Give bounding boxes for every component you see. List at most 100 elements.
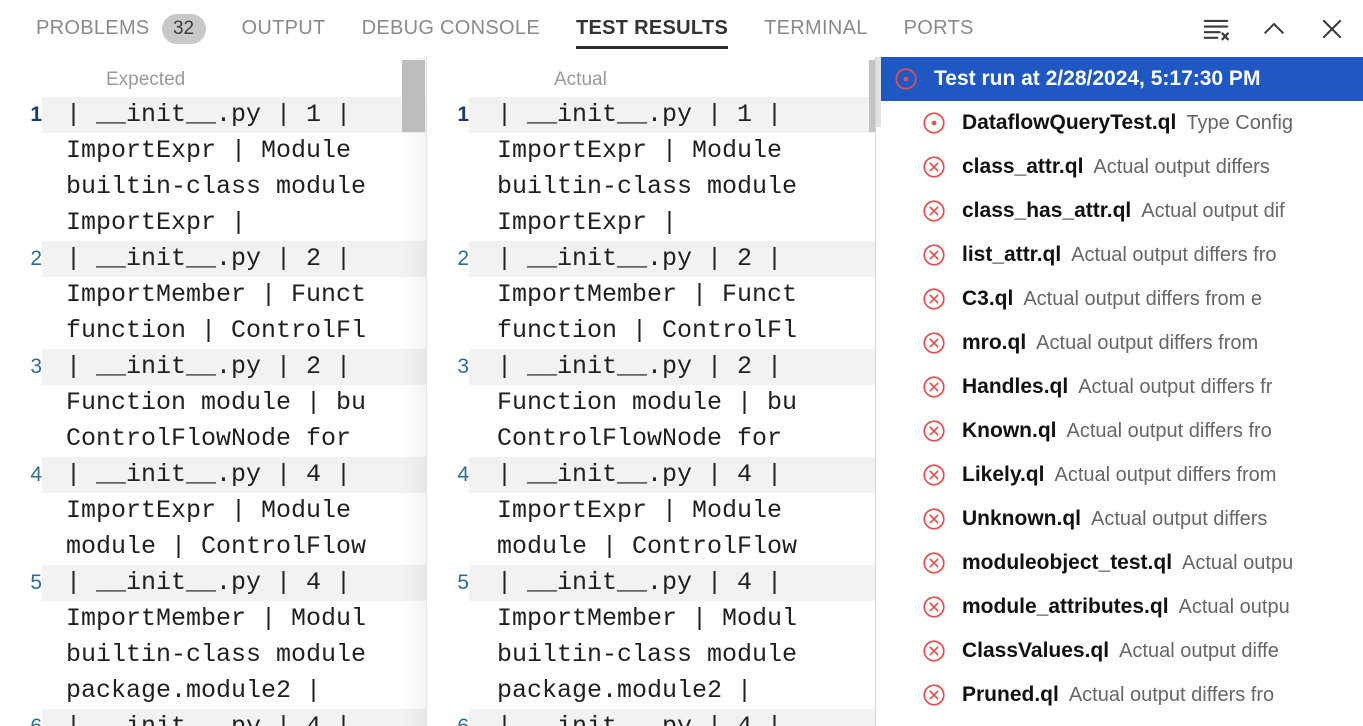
code-line[interactable]: ImportMember | Funct	[427, 277, 875, 313]
close-icon[interactable]	[1315, 12, 1349, 46]
code-text: package.module2 |	[497, 676, 753, 705]
code-line[interactable]: module | ControlFlow	[427, 529, 875, 565]
line-number: 4	[30, 463, 42, 486]
tab-debug-console[interactable]: DEBUG CONSOLE	[344, 0, 558, 57]
code-line[interactable]: ImportExpr |	[0, 205, 426, 241]
code-line[interactable]: ImportMember | Funct	[0, 277, 426, 313]
code-line[interactable]: 2| __init__.py | 2 |	[0, 241, 426, 277]
test-result-row[interactable]: Likely.ql Actual output differs from	[876, 453, 1363, 497]
test-name-label: moduleobject_test.ql	[962, 551, 1173, 574]
line-number: 6	[427, 709, 469, 726]
line-number: 3	[30, 355, 42, 378]
code-line[interactable]: function | ControlFl	[427, 313, 875, 349]
test-name-label: Unknown.ql	[962, 507, 1081, 530]
code-text: function | ControlFl	[497, 316, 798, 345]
line-number-continuation	[427, 205, 469, 241]
test-name-label: class_attr.ql	[962, 155, 1084, 178]
code-line[interactable]: ImportMember | Modul	[427, 601, 875, 637]
test-run-root-row[interactable]: Test run at 2/28/2024, 5:17:30 PM	[876, 57, 1363, 101]
code-text: Function module | bu	[497, 388, 798, 417]
code-line[interactable]: 1| __init__.py | 1 |	[0, 97, 426, 133]
code-line[interactable]: builtin-class module	[427, 637, 875, 673]
test-failed-icon	[920, 505, 948, 533]
line-number-continuation	[0, 169, 42, 205]
code-line[interactable]: builtin-class module	[0, 169, 426, 205]
code-line[interactable]: ControlFlowNode for	[0, 421, 426, 457]
code-line[interactable]: 1| __init__.py | 1 |	[427, 97, 875, 133]
code-line[interactable]: ImportExpr | Module	[427, 493, 875, 529]
code-line[interactable]: function | ControlFl	[0, 313, 426, 349]
line-number-continuation	[0, 385, 42, 421]
tab-label: TEST RESULTS	[575, 17, 729, 39]
code-line[interactable]: ImportMember | Modul	[0, 601, 426, 637]
code-line[interactable]: package.module2 |	[427, 673, 875, 709]
code-line[interactable]: builtin-class module	[427, 169, 875, 205]
code-text: | __init__.py | 1 |	[469, 97, 875, 133]
code-line[interactable]: ImportExpr | Module	[427, 133, 875, 169]
code-line[interactable]: 6| __init__.py | 4 |	[427, 709, 875, 726]
code-line[interactable]: ImportExpr | Module	[0, 493, 426, 529]
code-line[interactable]: 2| __init__.py | 2 |	[427, 241, 875, 277]
code-text: | __init__.py | 4 |	[469, 709, 875, 726]
test-message-text: Actual output differs from	[1054, 463, 1277, 486]
code-line[interactable]: 4| __init__.py | 4 |	[427, 457, 875, 493]
tab-output[interactable]: OUTPUT	[224, 0, 344, 57]
code-text: | __init__.py | 4 |	[42, 565, 426, 601]
test-message-text: Actual output differs fr	[1078, 375, 1273, 398]
line-number-continuation	[427, 313, 469, 349]
code-line[interactable]: 3| __init__.py | 2 |	[427, 349, 875, 385]
code-line[interactable]: builtin-class module	[0, 637, 426, 673]
diff-actual-scrollbar-thumb[interactable]	[869, 60, 875, 132]
tab-ports[interactable]: PORTS	[886, 0, 992, 57]
chevron-up-icon[interactable]	[1257, 12, 1291, 46]
test-name-label: Likely.ql	[962, 463, 1045, 486]
test-failed-icon	[920, 153, 948, 181]
code-line[interactable]: 4| __init__.py | 4 |	[0, 457, 426, 493]
code-text: builtin-class module	[497, 640, 798, 669]
line-number-continuation	[0, 529, 42, 565]
code-line[interactable]: 5| __init__.py | 4 |	[0, 565, 426, 601]
test-failed-icon	[920, 637, 948, 665]
line-number: 2	[457, 247, 469, 270]
code-text: | __init__.py | 2 |	[42, 349, 426, 385]
test-results-scrollbar-thumb[interactable]	[876, 57, 881, 127]
test-result-row[interactable]: Unknown.ql Actual output differs	[876, 497, 1363, 541]
tab-test-results[interactable]: TEST RESULTS	[558, 0, 746, 57]
code-line[interactable]: ImportExpr |	[427, 205, 875, 241]
code-line[interactable]: 5| __init__.py | 4 |	[427, 565, 875, 601]
code-line[interactable]: 3| __init__.py | 2 |	[0, 349, 426, 385]
diff-pane-expected-title: Expected	[106, 69, 186, 90]
tab-terminal[interactable]: TERMINAL	[746, 0, 886, 57]
code-line[interactable]: package.module2 |	[0, 673, 426, 709]
code-line[interactable]: Function module | bu	[0, 385, 426, 421]
code-line[interactable]: ControlFlowNode for	[427, 421, 875, 457]
code-line[interactable]: Function module | bu	[427, 385, 875, 421]
line-number: 5	[457, 571, 469, 594]
clear-output-icon[interactable]	[1199, 12, 1233, 46]
code-line[interactable]: module | ControlFlow	[0, 529, 426, 565]
test-name-label: mro.ql	[962, 331, 1027, 354]
test-message-text: Actual output differs from e	[1023, 287, 1262, 310]
test-failed-icon	[920, 241, 948, 269]
tab-label: TERMINAL	[764, 17, 868, 39]
code-line[interactable]: ImportExpr | Module	[0, 133, 426, 169]
test-message-text: Actual output differs	[1091, 507, 1268, 530]
test-name-label: class_has_attr.ql	[962, 199, 1132, 222]
code-line[interactable]: 6| __init__.py | 4 |	[0, 709, 426, 726]
diff-expected-scrollbar-thumb[interactable]	[402, 60, 425, 132]
